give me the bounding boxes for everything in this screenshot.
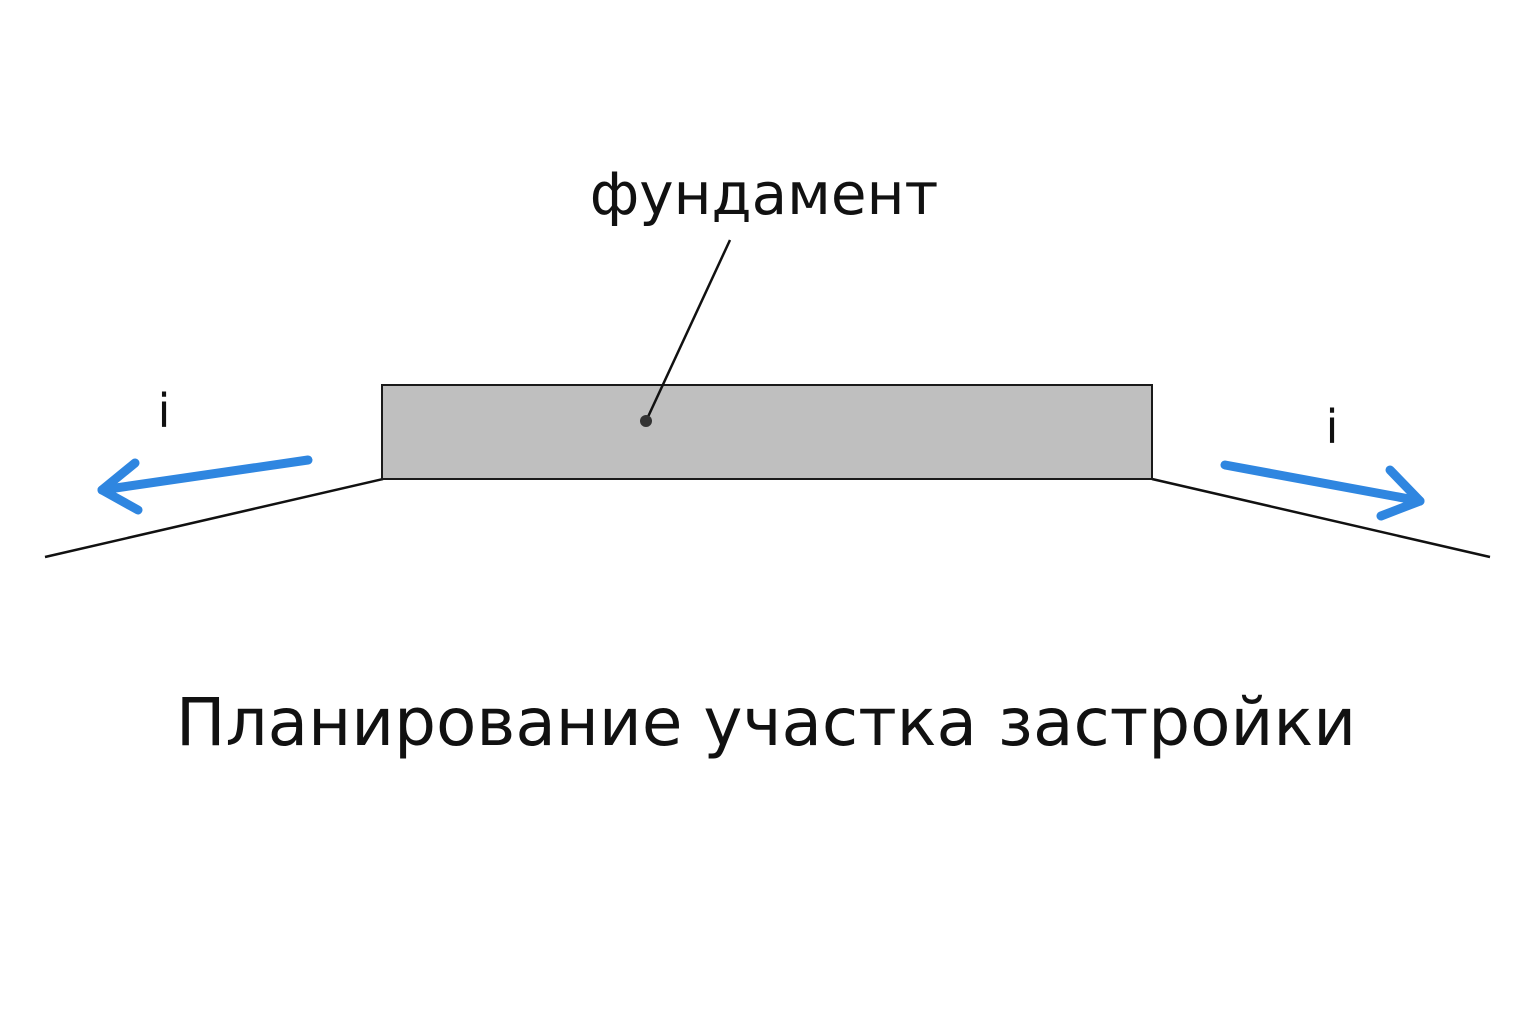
slope-arrow-right-icon xyxy=(1220,460,1425,521)
foundation-label: фундамент xyxy=(590,160,939,228)
foundation-leader-line xyxy=(645,239,732,420)
slope-arrow-left-icon xyxy=(97,455,313,515)
foundation-leader-dot xyxy=(640,415,652,427)
foundation-slab xyxy=(381,384,1153,480)
slope-label-left: i xyxy=(158,384,171,438)
diagram-caption: Планирование участка застройки xyxy=(176,684,1356,761)
ground-slope-left xyxy=(44,477,384,559)
slope-label-right: i xyxy=(1326,400,1339,454)
ground-slope-right xyxy=(1151,477,1491,559)
